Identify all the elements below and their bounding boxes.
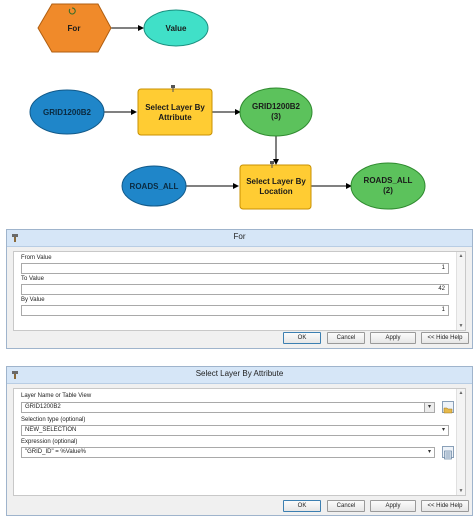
chevron-down-icon[interactable]: ▾	[441, 427, 445, 433]
value-node[interactable]: Value	[143, 9, 209, 47]
folder-icon	[443, 407, 453, 414]
for-dialog-title: For	[233, 232, 246, 241]
calculator-icon	[444, 450, 452, 460]
for-node-label: For	[68, 24, 81, 33]
for-dialog: For From Value 1 To Value 42 By Value 1 …	[6, 229, 473, 349]
browse-folder-button[interactable]	[442, 401, 454, 414]
expression-value: "GRID_ID" = %Value%	[25, 449, 87, 455]
refresh-icon	[68, 7, 76, 15]
roads-output-node[interactable]: ROADS_ALL (2)	[350, 162, 426, 210]
grid-output-shape	[239, 87, 313, 137]
grid-output-line2: (3)	[271, 112, 281, 121]
value-node-label: Value	[166, 24, 187, 33]
value-node-shape	[143, 9, 209, 47]
chevron-down-icon[interactable]: ▾	[427, 449, 431, 455]
selection-type-select[interactable]: NEW_SELECTION ▾	[21, 425, 449, 436]
layer-select-value: GRID1200B2	[25, 404, 61, 410]
apply-button[interactable]: Apply	[370, 500, 416, 512]
grid-output-node[interactable]: GRID1200B2 (3)	[239, 87, 313, 137]
roads-output-line2: (2)	[383, 186, 393, 195]
select-by-attribute-dialog: Select Layer By Attribute Layer Name or …	[6, 366, 473, 516]
roads-input-label: ROADS_ALL	[130, 182, 179, 191]
hammer-icon	[270, 161, 274, 168]
cancel-button[interactable]: Cancel	[327, 500, 365, 512]
hammer-icon	[171, 85, 175, 92]
by-value-input[interactable]: 1	[21, 305, 449, 316]
roads-input-node[interactable]: ROADS_ALL	[121, 165, 187, 207]
from-value-label: From Value	[21, 255, 52, 261]
select-by-location-node[interactable]: Select Layer By Location	[239, 161, 312, 210]
grid-output-line1: GRID1200B2	[252, 102, 301, 111]
scroll-up-icon[interactable]: ▲	[458, 253, 464, 259]
sql-builder-button[interactable]	[442, 446, 454, 460]
hammer-icon	[12, 234, 18, 242]
select-dialog-title: Select Layer By Attribute	[195, 369, 284, 378]
selection-type-label: Selection type (optional)	[21, 417, 86, 423]
select-dialog-fields: Layer Name or Table View GRID1200B2 ▾ Se…	[13, 388, 466, 496]
select-by-attribute-node[interactable]: Select Layer By Attribute	[137, 85, 213, 136]
by-value-label: By Value	[21, 297, 45, 303]
expression-input[interactable]: "GRID_ID" = %Value% ▾	[21, 447, 435, 458]
select-loc-shape	[239, 164, 312, 210]
roads-input-shape	[121, 165, 187, 207]
for-iterator-node[interactable]: For	[37, 3, 112, 53]
for-dialog-titlebar[interactable]: For	[7, 230, 472, 247]
select-loc-line1: Select Layer By	[246, 177, 306, 186]
ok-button[interactable]: OK	[283, 332, 321, 344]
from-value-input[interactable]: 1	[21, 263, 449, 274]
select-attr-shape	[137, 88, 213, 136]
layer-select[interactable]: GRID1200B2 ▾	[21, 402, 435, 413]
select-dialog-titlebar[interactable]: Select Layer By Attribute	[7, 367, 472, 384]
select-dialog-scrollbar[interactable]: ▲ ▼	[456, 389, 465, 495]
grid-input-shape	[29, 89, 105, 135]
scroll-down-icon[interactable]: ▼	[458, 488, 464, 494]
hide-help-button[interactable]: << Hide Help	[421, 500, 469, 512]
roads-output-shape	[350, 162, 426, 210]
apply-button[interactable]: Apply	[370, 332, 416, 344]
for-dialog-scrollbar[interactable]: ▲ ▼	[456, 252, 465, 330]
cancel-button[interactable]: Cancel	[327, 332, 365, 344]
ok-button[interactable]: OK	[283, 500, 321, 512]
expression-label: Expression (optional)	[21, 439, 78, 445]
select-attr-line2: Attribute	[158, 113, 192, 122]
scroll-up-icon[interactable]: ▲	[458, 390, 464, 396]
to-value-label: To Value	[21, 276, 44, 282]
hammer-icon	[12, 371, 18, 379]
selection-type-value: NEW_SELECTION	[25, 427, 77, 433]
layer-label: Layer Name or Table View	[21, 393, 92, 399]
select-attr-line1: Select Layer By	[145, 103, 205, 112]
chevron-down-icon[interactable]: ▾	[424, 403, 434, 412]
scroll-down-icon[interactable]: ▼	[458, 323, 464, 329]
model-diagram: For Value GRID1200B2 Select Layer By Att…	[29, 3, 426, 210]
to-value-input[interactable]: 42	[21, 284, 449, 295]
for-dialog-fields: From Value 1 To Value 42 By Value 1 ▲ ▼	[13, 251, 466, 331]
select-loc-line2: Location	[259, 187, 292, 196]
hide-help-button[interactable]: << Hide Help	[421, 332, 469, 344]
for-node-shape	[37, 3, 112, 53]
grid-input-label: GRID1200B2	[43, 108, 92, 117]
roads-output-line1: ROADS_ALL	[364, 176, 413, 185]
grid-input-node[interactable]: GRID1200B2	[29, 89, 105, 135]
